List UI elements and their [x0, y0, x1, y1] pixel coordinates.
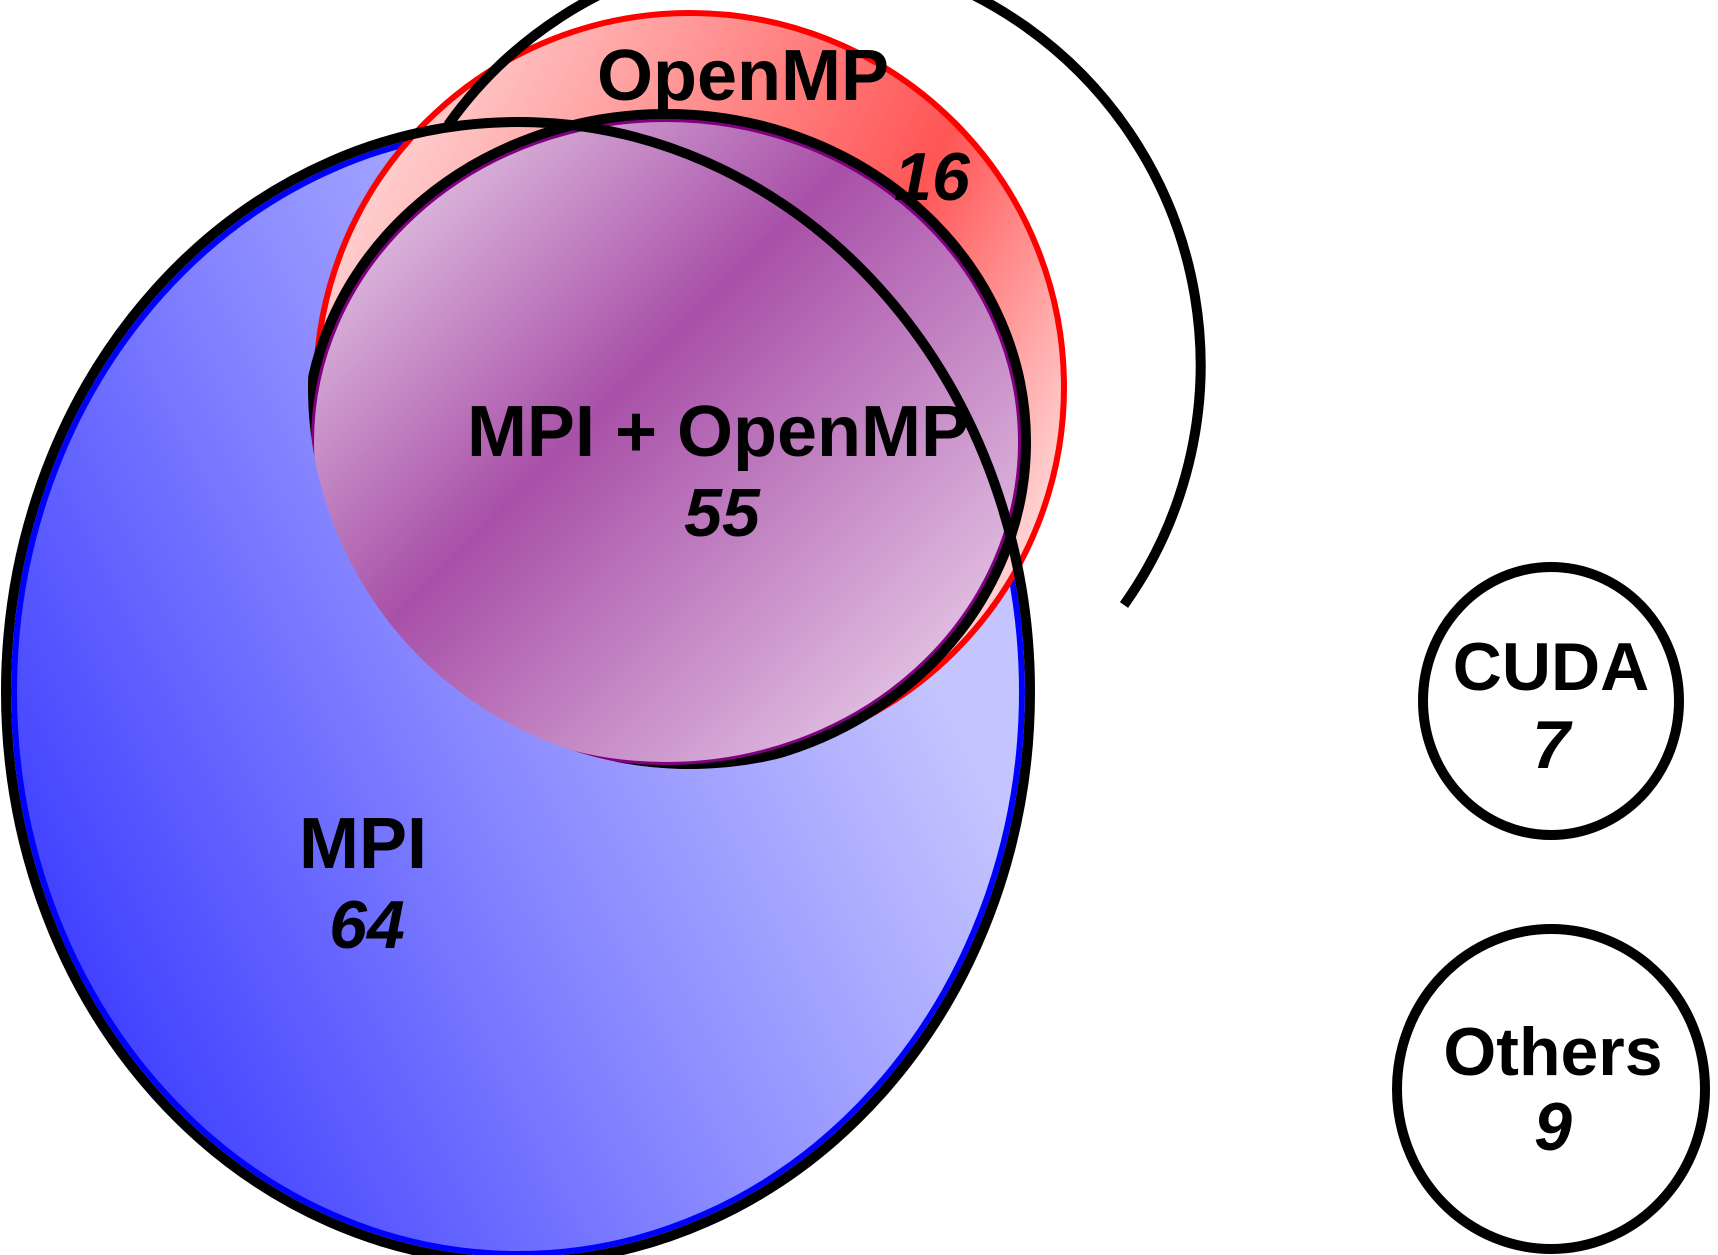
mpi-openmp-label: MPI + OpenMP — [467, 392, 969, 472]
mpi-openmp-count: 55 — [684, 475, 761, 551]
mpi-count: 64 — [329, 887, 405, 963]
openmp-outline — [443, 0, 1206, 608]
others-label: Others — [1443, 1014, 1662, 1090]
cuda-circle — [1418, 562, 1684, 840]
others-circle — [1392, 924, 1710, 1254]
mpi-outline — [1, 117, 1035, 1255]
openmp-count: 16 — [894, 139, 971, 215]
mpi-label: MPI — [299, 804, 427, 884]
mpi-boundary-inside-openmp — [308, 109, 1031, 769]
cuda-count: 7 — [1532, 707, 1573, 783]
openmp-label: OpenMP — [597, 36, 889, 116]
cuda-label: CUDA — [1453, 629, 1649, 705]
others-count: 9 — [1534, 1089, 1572, 1165]
